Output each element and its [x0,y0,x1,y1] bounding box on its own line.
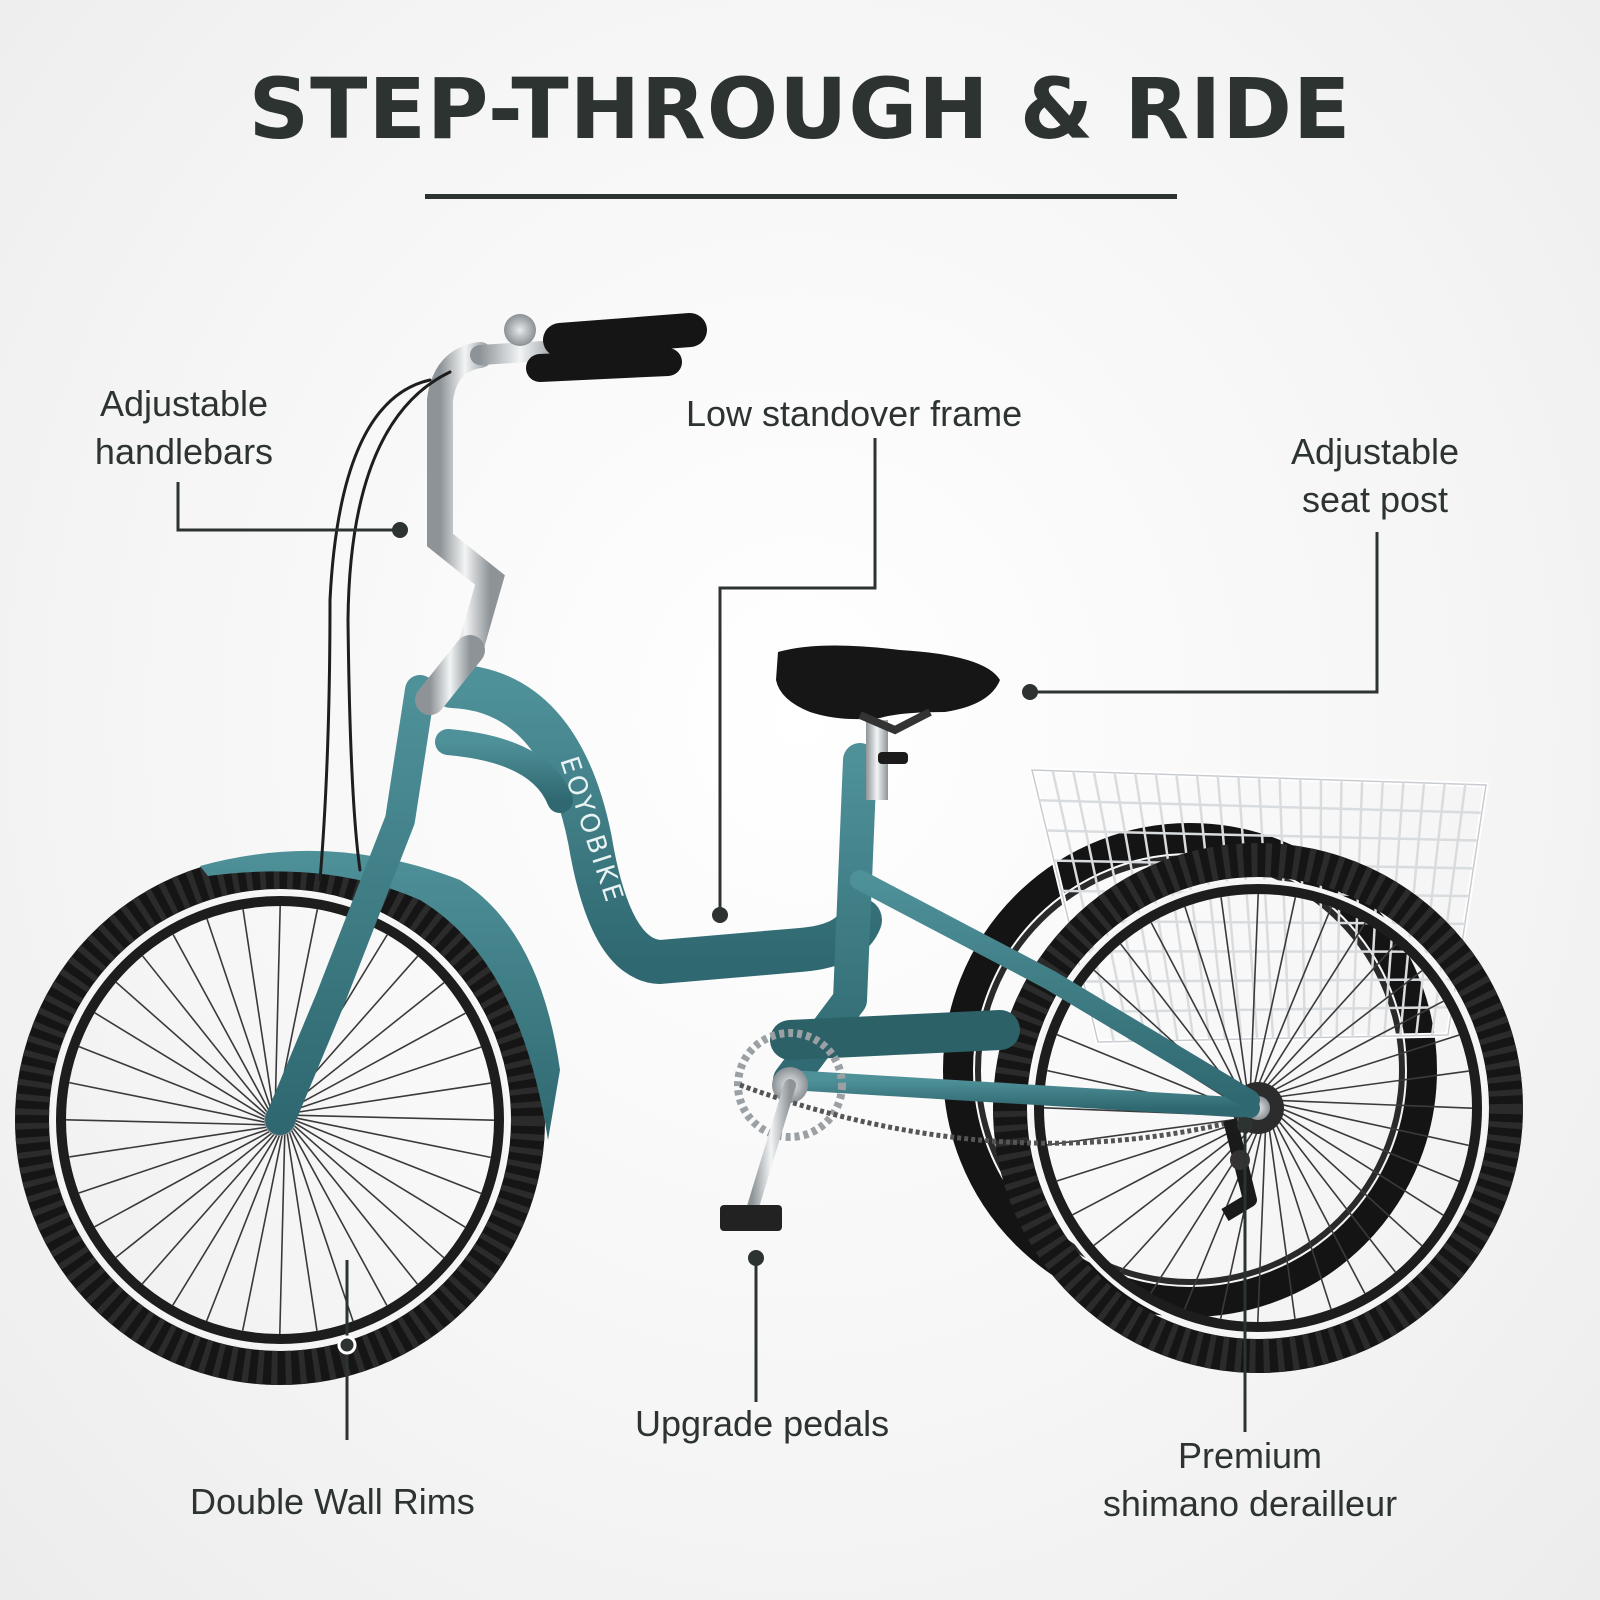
spoke [1278,1099,1473,1109]
spoke [172,1133,279,1306]
callout-derailleur-line2: shimano derailleur [1102,1483,1398,1524]
spoke [1271,1124,1332,1310]
spoke [1276,1070,1469,1098]
spoke [290,1128,388,1306]
callout-derailleur-line1: Premium [1177,1435,1323,1476]
spoke [290,1046,482,1112]
callout-seat-post-line2: seat post [1301,479,1449,520]
spoke [94,1130,272,1228]
spoke [69,1126,268,1158]
spoke [293,1114,495,1121]
basket-wire [1051,770,1116,1042]
callout-pedals: Upgrade pedals [635,1403,890,1444]
handlebars-dot-icon [392,522,408,538]
basket-wire [1083,978,1457,983]
spoke [1093,1126,1248,1247]
spoke [292,1124,445,1259]
pedal [720,1079,796,1231]
spoke [274,905,281,1107]
spoke [115,981,268,1116]
spoke [1276,1118,1397,1273]
callout-lines [176,438,1379,1440]
basket-wire [1039,798,1482,815]
spoke [1264,943,1397,1088]
spoke [291,1126,419,1285]
spoke [141,1132,276,1285]
title-underline [425,194,1177,199]
spoke [69,1081,267,1124]
spoke [141,955,269,1114]
callout-handlebars: Adjustable handlebars [84,380,284,476]
seat-post-dot-icon [1022,684,1038,700]
handlebars [318,313,707,882]
spoke [78,1045,267,1121]
basket-wire [1195,775,1227,1040]
spoke [286,981,445,1109]
spoke [1257,1128,1267,1323]
spoke [94,1012,267,1119]
callout-seat-post: Adjustable seat post [1275,428,1475,524]
spoke [292,1082,491,1114]
spoke [206,918,272,1110]
spoke [1268,969,1423,1090]
callout-frame: Low standover frame [686,393,1023,434]
spoke [172,934,270,1112]
spoke [1279,1103,1469,1147]
spoke [1249,893,1259,1088]
spoke [241,1133,284,1331]
spoke [279,1133,286,1335]
page-title: STEP-THROUGH & RIDE [248,60,1352,158]
spoke [1274,1034,1460,1095]
spoke [1119,1128,1252,1273]
basket-wire [1430,784,1467,1036]
spoke [1268,1126,1296,1319]
spoke [1056,1121,1242,1182]
basket-wire [1257,777,1275,1039]
spoke [1278,1114,1423,1247]
front-fender [200,850,560,1140]
basket-wire [1046,829,1478,842]
spoke [288,1130,354,1322]
basket-wire [1299,778,1307,1038]
spoke [1274,1121,1366,1294]
rims-dot-icon [337,1335,357,1355]
spoke [1072,1124,1245,1216]
callout-derailleur: Premium shimano derailleur [1080,1432,1420,1528]
derailleur-dot-icon [1237,1117,1253,1133]
basket-wire [1278,778,1291,1039]
spoke [1279,1107,1460,1183]
spoke [205,1133,281,1322]
spoke [65,1119,267,1126]
callout-rims: Double Wall Rims [190,1481,475,1522]
spoke [115,1131,274,1259]
spoke [1261,922,1366,1087]
spoke [1219,1129,1263,1319]
spoke [1271,1000,1444,1092]
spoke [1253,897,1297,1087]
basket-wire [1216,776,1243,1040]
seat [776,645,1000,800]
basket-wire [1175,774,1211,1040]
spoke [1257,906,1333,1087]
spoke [78,1128,270,1194]
front-wheel [15,855,545,1385]
spoke [293,1116,491,1159]
frame-dot-icon [712,907,728,923]
pedals-dot-icon [748,1250,764,1266]
spoke [293,1119,482,1195]
spoke [1279,1111,1444,1216]
spoke [293,1121,466,1228]
callout-handlebars-line2: handlebars [94,431,274,472]
bike-frame [265,664,1260,1135]
callout-seat-post-line1: Adjustable [1290,431,1460,472]
spoke [288,1012,466,1110]
spoke [1184,906,1245,1092]
spoke [1220,897,1248,1090]
spoke [286,1132,318,1331]
callout-markers [337,522,1253,1355]
spoke [242,909,274,1108]
callout-handlebars-line1: Adjustable [99,383,269,424]
spoke [1150,922,1242,1095]
